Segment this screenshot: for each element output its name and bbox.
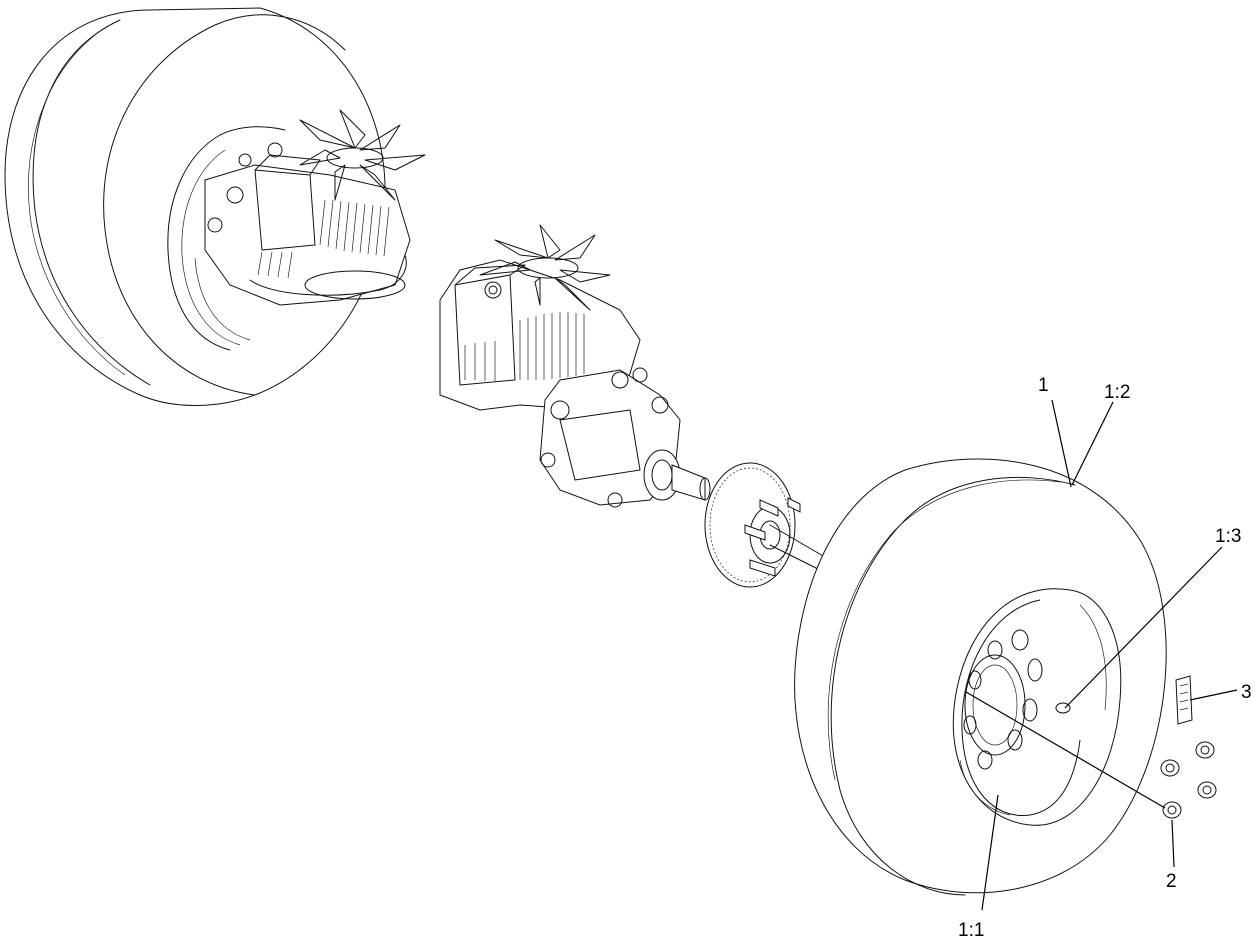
leader-1-3	[1064, 546, 1223, 709]
lug-nuts	[1160, 741, 1217, 819]
lug-nut	[1195, 741, 1215, 759]
center-transaxle	[439, 224, 711, 508]
leader-3	[1189, 689, 1238, 701]
rim-holes	[963, 629, 1043, 770]
valve-stem	[1055, 702, 1071, 714]
lug-nut	[1162, 801, 1182, 819]
leader-lines	[965, 399, 1238, 911]
leader-2b	[965, 691, 1166, 809]
callout-1-3: 1:3	[1215, 526, 1241, 547]
left-transaxle	[204, 109, 426, 306]
callout-1: 1	[1038, 375, 1049, 396]
leader-1-1	[981, 794, 999, 911]
left-fan	[299, 109, 426, 201]
hub-studs	[744, 497, 801, 577]
lug-nut	[1197, 781, 1217, 799]
callout-3: 3	[1241, 682, 1252, 703]
wheel-hub	[704, 462, 831, 588]
callout-1-2: 1:2	[1104, 382, 1130, 403]
callout-2: 2	[1166, 871, 1177, 892]
decal-part	[1175, 675, 1193, 725]
right-wheel-tire	[794, 458, 1167, 896]
left-wheel-tire	[4, 7, 386, 406]
leader-2a	[1171, 819, 1175, 868]
callouts: 1 1:2 1:3 3 2 1:1	[958, 375, 1252, 941]
center-fan	[479, 224, 611, 311]
callout-1-1: 1:1	[958, 920, 984, 941]
leader-1	[1051, 399, 1072, 488]
lug-nut	[1160, 759, 1180, 777]
leader-1-2	[1071, 401, 1114, 486]
